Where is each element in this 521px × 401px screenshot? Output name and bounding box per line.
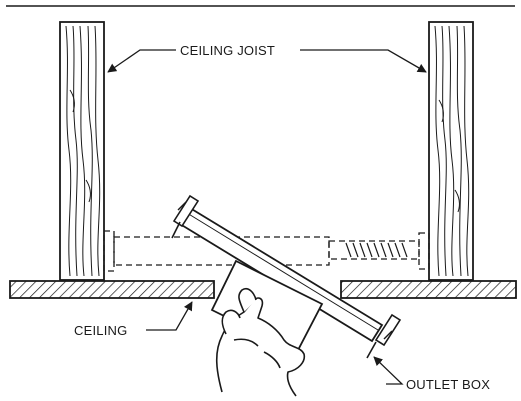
ceiling-right-section (340, 280, 517, 299)
label-ceiling: CEILING (74, 323, 127, 338)
label-outlet-box: OUTLET BOX (406, 377, 490, 392)
leader-ceiling (146, 301, 193, 331)
left-ceiling-joist (59, 21, 105, 281)
right-ceiling-joist (428, 21, 474, 281)
leader-outlet-box (373, 356, 404, 385)
left-joist-wood-grain (65, 25, 101, 277)
ceiling-left-section (9, 280, 215, 299)
leader-ceiling-joist-right (300, 49, 427, 73)
hanger-bar-installed-position (103, 230, 430, 272)
threaded-rod (345, 242, 408, 258)
label-ceiling-joist: CEILING JOIST (180, 43, 275, 58)
hand-holding-box (215, 287, 306, 397)
leader-ceiling-joist-left (107, 49, 176, 73)
hanger-bar-tilted (171, 194, 402, 359)
right-joist-wood-grain (434, 25, 470, 277)
